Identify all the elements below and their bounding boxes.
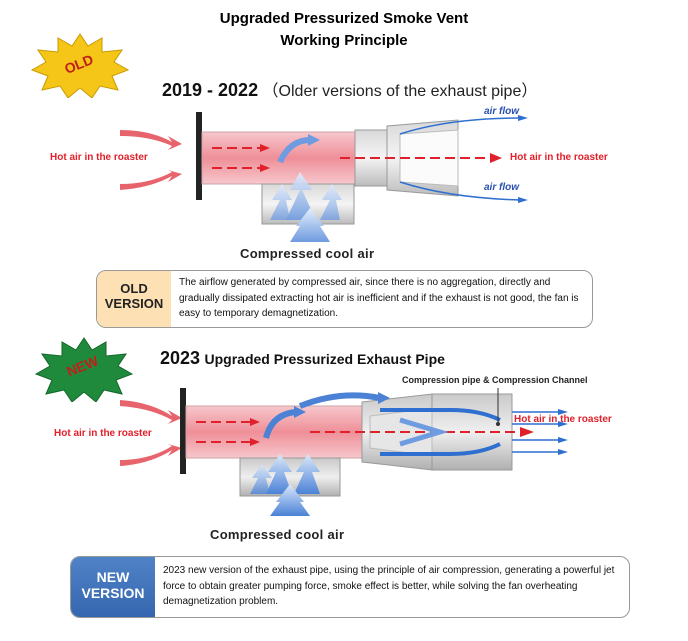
old-heading: 2019 - 2022 （Older versions of the exhau… bbox=[162, 77, 537, 101]
new-description-box: NEW VERSION 2023 new version of the exha… bbox=[70, 556, 630, 618]
old-description-box: OLD VERSION The airflow generated by com… bbox=[96, 270, 593, 328]
compression-channel-label: Compression pipe & Compression Channel bbox=[402, 375, 588, 385]
new-hot-air-out-label: Hot air in the roaster bbox=[514, 414, 612, 425]
old-exhaust-diagram bbox=[120, 112, 528, 242]
new-heading-text: Upgraded Pressurized Exhaust Pipe bbox=[204, 351, 445, 367]
new-heading: 2023 Upgraded Pressurized Exhaust Pipe bbox=[160, 348, 445, 369]
old-heading-year: 2019 - 2022 bbox=[162, 80, 259, 100]
old-hot-air-in-label: Hot air in the roaster bbox=[50, 152, 148, 163]
new-compressed-air-label: Compressed cool air bbox=[210, 527, 345, 542]
hot-air-inflow-arrow-bottom bbox=[120, 170, 182, 190]
old-air-flow-bottom-label: air flow bbox=[484, 182, 520, 193]
old-compressed-air-label: Compressed cool air bbox=[240, 246, 375, 261]
old-tag-line-2: VERSION bbox=[104, 296, 164, 311]
new-version-tag: NEW VERSION bbox=[71, 557, 155, 617]
new-heading-year: 2023 bbox=[160, 348, 201, 368]
compressed-air-arrow-new bbox=[270, 484, 310, 516]
old-starburst-badge bbox=[30, 33, 130, 98]
new-starburst-badge bbox=[34, 337, 134, 402]
old-tag-line-1: OLD bbox=[120, 281, 148, 296]
old-air-flow-top-label: air flow bbox=[484, 106, 520, 117]
main-pipe-new bbox=[185, 405, 363, 459]
hot-air-inflow-arrow-top bbox=[120, 130, 182, 150]
title-line-1: Upgraded Pressurized Smoke Vent bbox=[219, 10, 469, 27]
new-hot-air-in-label: Hot air in the roaster bbox=[54, 428, 152, 439]
old-version-tag: OLD VERSION bbox=[97, 271, 171, 327]
old-heading-note: （Older versions of the exhaust pipe） bbox=[262, 83, 538, 100]
new-tag-line-2: VERSION bbox=[81, 585, 145, 601]
pipe-flange bbox=[196, 112, 202, 200]
old-hot-air-out-label: Hot air in the roaster bbox=[510, 152, 608, 163]
new-exhaust-diagram bbox=[120, 388, 568, 516]
new-description-text: 2023 new version of the exhaust pipe, us… bbox=[163, 565, 615, 607]
title-line-2: Working Principle bbox=[280, 32, 408, 49]
compressed-air-arrow-old bbox=[290, 208, 330, 242]
old-description-text: The airflow generated by compressed air,… bbox=[179, 277, 579, 319]
new-tag-line-1: NEW bbox=[96, 569, 130, 585]
